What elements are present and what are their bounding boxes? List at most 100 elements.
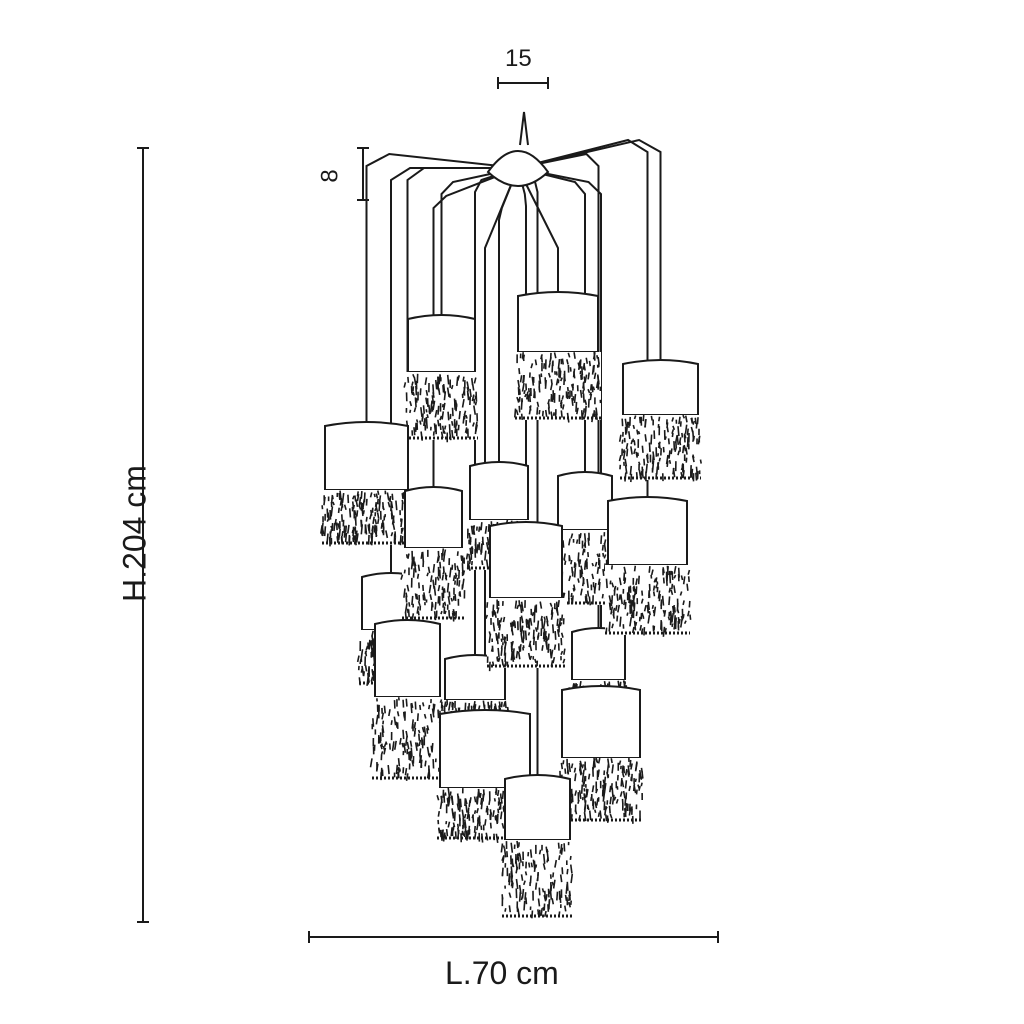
fringe-strand: [429, 713, 433, 723]
fringe-strand: [437, 405, 440, 415]
fringe-strand: [429, 594, 433, 601]
lamp-shade: [558, 685, 644, 824]
fringe-strand: [451, 795, 454, 806]
fringe-strand: [581, 764, 585, 769]
fringe-strand: [427, 704, 431, 710]
canopy-width-dimension: [497, 77, 549, 89]
fringe-strand: [504, 661, 507, 668]
fringe-strand: [537, 898, 541, 907]
fringe-strand: [524, 393, 527, 398]
fringe-strand: [689, 614, 692, 620]
fringe-strand: [431, 395, 435, 404]
fringe-strand: [624, 418, 628, 428]
fringe-strand: [633, 440, 636, 446]
fringe-strand: [473, 810, 477, 815]
fringe-strand: [531, 376, 535, 386]
fringe-strand: [470, 378, 474, 386]
fringe-strand: [454, 563, 457, 571]
fringe-strand: [515, 409, 519, 416]
fringe-strand: [428, 753, 431, 758]
fringe-strand: [691, 455, 695, 463]
fringe-strand: [512, 620, 515, 627]
fringe-strand: [450, 597, 454, 602]
fringe-strand: [634, 621, 638, 626]
fringe-strand: [412, 373, 415, 378]
fringe-strand: [549, 383, 553, 391]
fringe-strand: [442, 553, 446, 562]
fringe-strand: [529, 655, 533, 661]
fringe-strand: [346, 524, 350, 534]
fringe-strand: [541, 645, 544, 651]
fringe-strand: [587, 773, 591, 780]
fringe-strand: [358, 505, 362, 510]
fringe-strand: [638, 416, 642, 424]
fringe-strand: [416, 742, 419, 747]
fringe-strand: [382, 745, 386, 751]
lamp-cylinder: [557, 471, 613, 531]
fringe-strand: [434, 379, 438, 390]
fringe-strand: [447, 796, 451, 806]
fringe-strand: [564, 894, 568, 901]
fringe-strand: [480, 801, 484, 810]
fringe-strand: [546, 848, 549, 853]
fringe-strand: [442, 602, 445, 608]
fringe-strand: [547, 643, 550, 653]
fringe-strand: [594, 809, 597, 814]
fringe-strand: [520, 413, 524, 420]
fringe-strand: [588, 596, 592, 606]
fringe-strand: [499, 617, 503, 623]
fringe-strand: [376, 490, 380, 495]
fringe-strand: [527, 652, 531, 660]
fringe-strand: [651, 604, 655, 610]
fringe-strand: [661, 595, 665, 606]
fringe-strand: [457, 827, 460, 835]
fringe-strand: [592, 386, 596, 391]
fringe-strand: [343, 504, 347, 511]
fringe-strand: [391, 741, 395, 752]
fringe-strand: [563, 553, 566, 561]
fringe-strand: [378, 501, 381, 512]
fringe-strand: [323, 496, 326, 506]
fringe-strand: [566, 391, 570, 400]
fringe-strand: [385, 530, 389, 539]
fringe-strand: [629, 599, 633, 607]
fringe-strand: [545, 637, 548, 647]
fringe-strand: [519, 375, 523, 383]
fringe-strand: [337, 534, 341, 541]
fringe-strand: [662, 626, 666, 637]
fringe-strand: [579, 359, 582, 369]
fringe-strand: [395, 500, 398, 511]
fringe-strand: [514, 600, 518, 609]
fringe-strand: [465, 414, 468, 419]
fringe-strand: [674, 446, 678, 453]
fringe-strand: [369, 492, 373, 498]
fringe-strand: [383, 742, 387, 748]
fringe-strand: [624, 465, 628, 474]
fringe-strand: [444, 572, 448, 581]
fringe-strand: [473, 405, 477, 415]
suspension-wire: [517, 138, 662, 360]
fringe-strand: [426, 728, 429, 734]
fringe-strand: [458, 580, 461, 587]
fringe-strand: [518, 884, 522, 895]
fringe-strand: [623, 578, 627, 585]
fringe-strand: [518, 368, 521, 375]
fringe-strand: [564, 905, 567, 912]
suspension-wire: [517, 167, 559, 292]
fringe-strand: [557, 624, 560, 629]
fringe-strand: [410, 747, 413, 757]
fringe-strand: [589, 391, 593, 396]
fringe-strand: [639, 769, 642, 780]
fringe-strand: [411, 613, 415, 620]
fringe-strand: [369, 513, 373, 520]
fringe-strand: [508, 875, 511, 886]
fringe-strand: [534, 359, 538, 366]
fringe-strand: [388, 709, 391, 717]
fringe-strand: [556, 606, 559, 616]
fringe-strand: [525, 897, 528, 905]
fringe-strand: [480, 825, 483, 831]
fringe-strand: [442, 570, 445, 575]
fringe-strand: [527, 394, 530, 402]
fringe-strand: [566, 897, 569, 905]
fringe-strand: [420, 759, 423, 768]
